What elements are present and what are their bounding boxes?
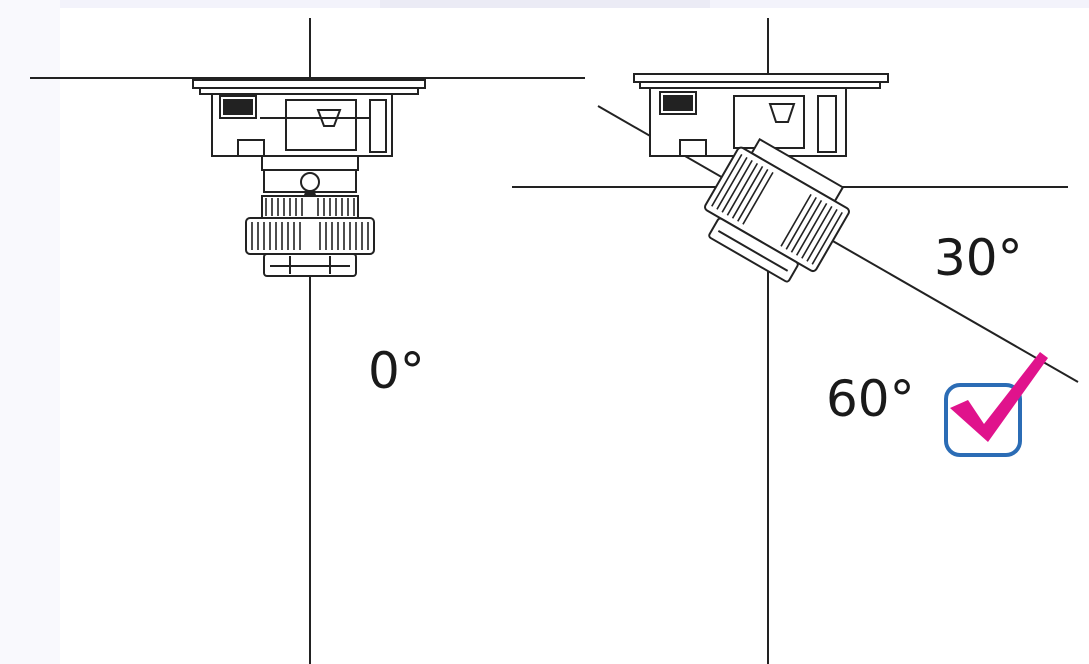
- camera-tilted: [512, 18, 1079, 664]
- checkbox-icon: [944, 352, 1048, 457]
- camera-0-degree: [30, 18, 585, 664]
- angle-label-0: 0°: [368, 342, 425, 400]
- angle-label-60: 60°: [826, 370, 915, 428]
- checkmark-icon: [950, 352, 1048, 442]
- angle-label-30: 30°: [934, 229, 1023, 287]
